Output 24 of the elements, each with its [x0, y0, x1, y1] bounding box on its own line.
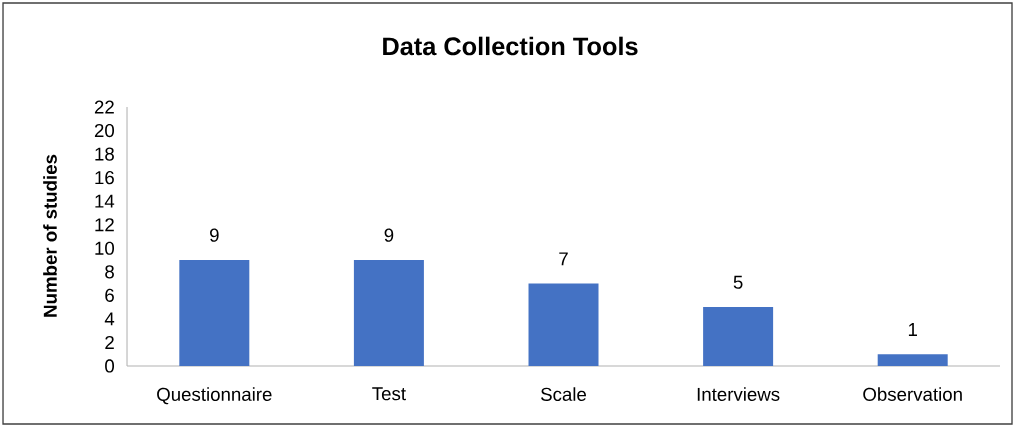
category-label: Questionnaire — [157, 387, 272, 405]
tick-label: 18 — [95, 147, 114, 161]
axis-title: Number of studies — [43, 154, 57, 317]
tick-label: 6 — [105, 288, 114, 302]
tick-label: 0 — [105, 359, 114, 373]
data-label: 9 — [384, 228, 394, 242]
category-label: Test — [372, 387, 406, 401]
data-label: 1 — [908, 323, 917, 336]
data-label: 5 — [733, 275, 743, 289]
tick-label: 10 — [95, 241, 114, 255]
tick-label: 2 — [105, 335, 114, 349]
category-label: Scale — [541, 387, 586, 401]
data-label: 7 — [559, 252, 568, 266]
category-label: Interviews — [697, 387, 780, 401]
tick-label: 16 — [95, 171, 114, 185]
tick-label: 22 — [94, 100, 114, 114]
category-label: Observation — [863, 387, 962, 401]
tick-label: 20 — [94, 123, 114, 138]
chart-title: Data Collection Tools — [383, 36, 638, 56]
tick-label: 12 — [95, 218, 114, 232]
tick-label: 8 — [105, 265, 114, 279]
tick-label: 4 — [104, 312, 115, 326]
data-label: 9 — [210, 228, 219, 242]
tick-label: 14 — [95, 194, 115, 208]
